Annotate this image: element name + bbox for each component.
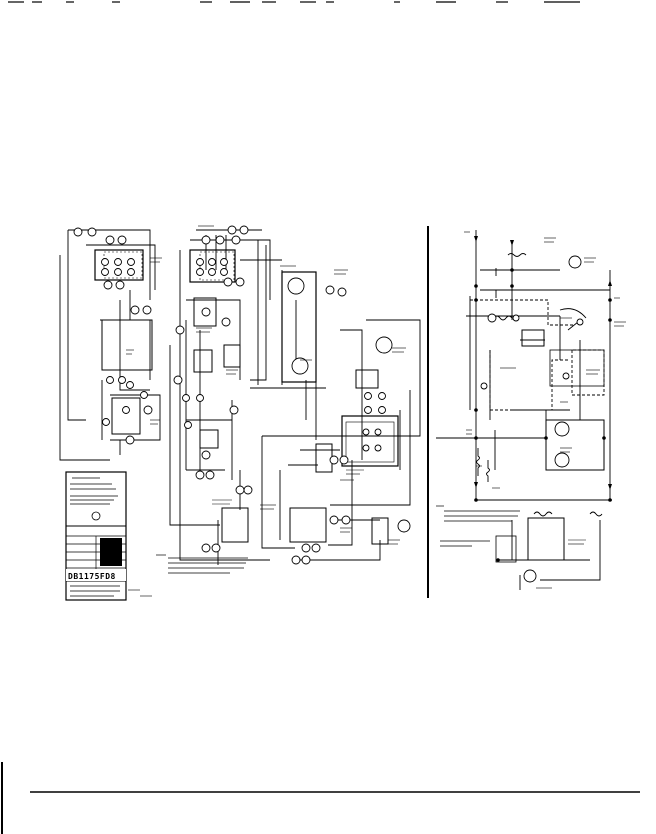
model-info-box: DB1175FD8	[65, 471, 127, 601]
right-connector-terminals	[480, 255, 584, 583]
right-label-marks	[464, 231, 626, 589]
left-connector-terminals	[73, 225, 411, 565]
left-footnote-marks	[128, 589, 152, 597]
right-notes-text	[436, 505, 520, 547]
right-wiring-diagram	[436, 230, 612, 590]
right-arrows	[474, 236, 612, 490]
left-label-marks	[126, 225, 406, 545]
left-notes-text	[156, 554, 248, 574]
model-number: DB1175FD8	[68, 572, 116, 581]
right-junction-dots	[474, 268, 612, 562]
